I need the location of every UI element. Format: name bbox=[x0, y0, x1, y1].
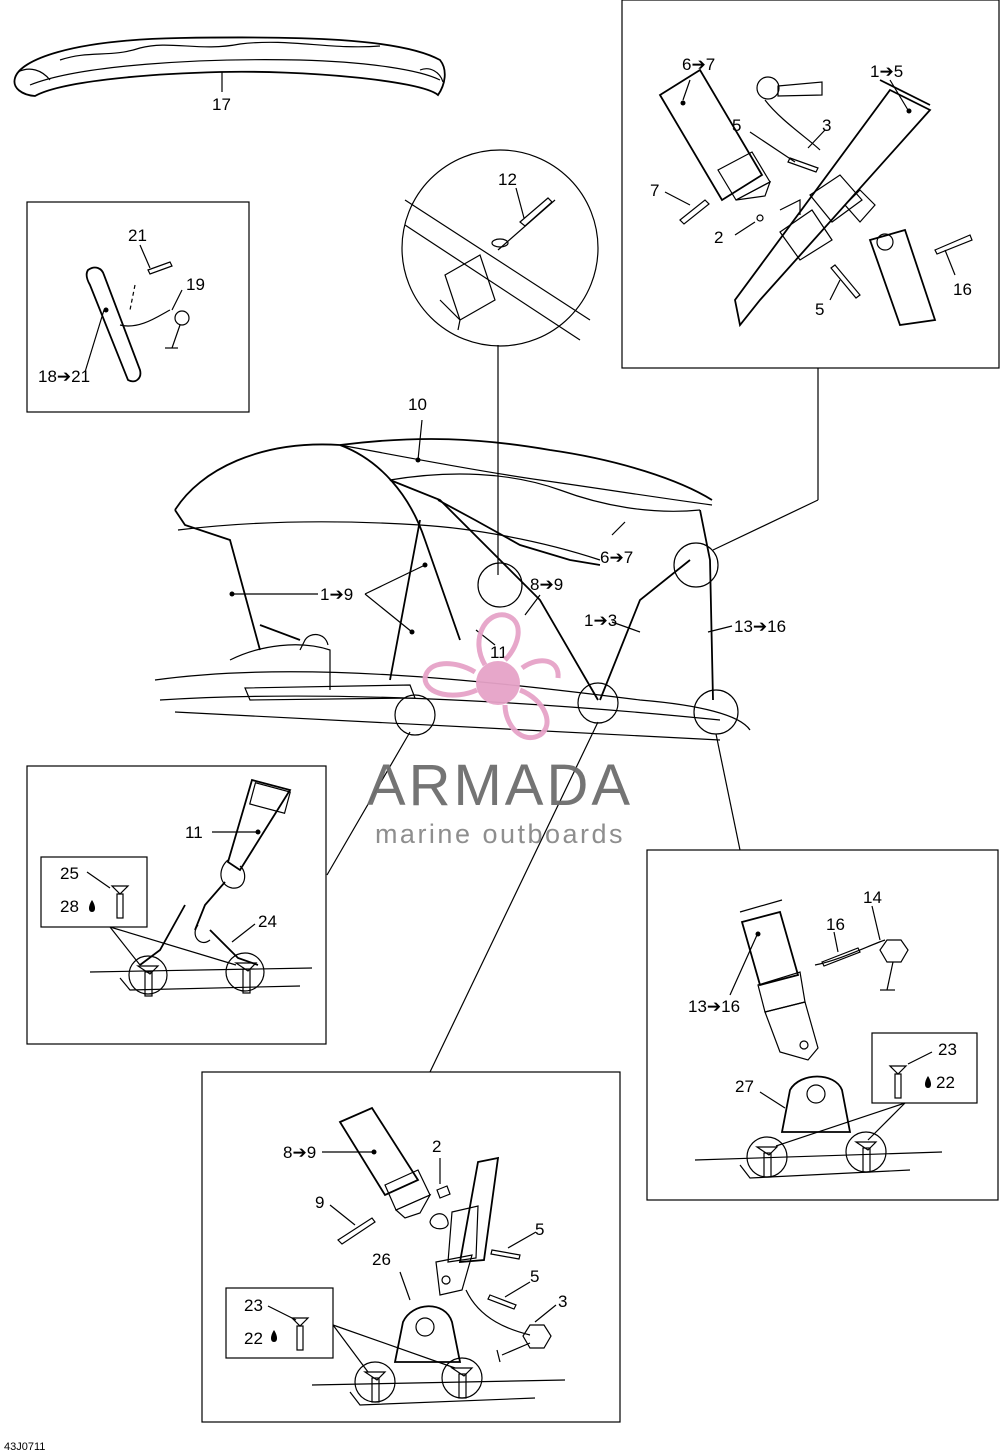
callout-5-box-upper: 5 bbox=[535, 1220, 544, 1239]
detail-box-strap bbox=[26, 201, 250, 413]
callout-6-7-main: 6➔7 bbox=[600, 548, 633, 567]
boot-cover-part bbox=[13, 36, 446, 97]
detail-box-front-mount bbox=[26, 765, 327, 1045]
callout-22-bottom: 22 bbox=[244, 1329, 263, 1348]
callout-21: 21 bbox=[128, 226, 147, 245]
callout-16-box: 16 bbox=[826, 915, 845, 934]
watermark-brand: ARMADA bbox=[367, 753, 633, 818]
detail-box-rear-mount bbox=[646, 849, 999, 1201]
callout-23-bottom: 23 bbox=[244, 1296, 263, 1315]
callout-3-box: 3 bbox=[558, 1292, 567, 1311]
callout-16-top: 16 bbox=[953, 280, 972, 299]
callout-13-16-main: 13➔16 bbox=[734, 617, 786, 636]
callout-8-9-box: 8➔9 bbox=[283, 1143, 316, 1162]
callout-1-5: 1➔5 bbox=[870, 62, 903, 81]
detail-circle-12 bbox=[401, 149, 599, 575]
callout-1-3: 1➔3 bbox=[584, 611, 617, 630]
armada-watermark: ARMADA marine outboards bbox=[367, 612, 633, 849]
propeller-logo-icon bbox=[422, 612, 561, 741]
callout-11-main: 11 bbox=[490, 643, 508, 662]
callout-11-box: 11 bbox=[185, 823, 203, 842]
callout-18-21: 18➔21 bbox=[38, 367, 90, 386]
callout-23-right: 23 bbox=[938, 1040, 957, 1059]
callout-3-top: 3 bbox=[822, 116, 831, 135]
callout-9-box: 9 bbox=[315, 1193, 324, 1212]
callout-12: 12 bbox=[498, 170, 517, 189]
callout-28: 28 bbox=[60, 897, 79, 916]
callout-19: 19 bbox=[186, 275, 205, 294]
callout-14: 14 bbox=[863, 888, 882, 907]
callout-6-7-top: 6➔7 bbox=[682, 55, 715, 74]
callout-26: 26 bbox=[372, 1250, 391, 1269]
detail-box-joint bbox=[621, 0, 1000, 551]
callout-5-lower: 5 bbox=[815, 300, 824, 319]
callout-2-top: 2 bbox=[714, 228, 723, 247]
callout-24: 24 bbox=[258, 912, 277, 931]
callout-25: 25 bbox=[60, 864, 79, 883]
callout-7-top: 7 bbox=[650, 181, 659, 200]
detail-box-center-mount bbox=[201, 1071, 621, 1423]
diagram-code: 43J0711 bbox=[4, 1441, 45, 1453]
callout-5-box-lower: 5 bbox=[530, 1267, 539, 1286]
bimini-main-assembly bbox=[154, 419, 751, 1073]
callout-1-9: 1➔9 bbox=[320, 585, 353, 604]
callout-22-right: 22 bbox=[936, 1073, 955, 1092]
callout-2-box: 2 bbox=[432, 1137, 441, 1156]
callout-27: 27 bbox=[735, 1077, 754, 1096]
callout-13-16-box: 13➔16 bbox=[688, 997, 740, 1016]
callout-17: 17 bbox=[212, 95, 231, 114]
watermark-tagline: marine outboards bbox=[375, 819, 625, 849]
callout-5-top: 5 bbox=[732, 116, 741, 135]
callout-10: 10 bbox=[408, 395, 427, 414]
callout-8-9-main: 8➔9 bbox=[530, 575, 563, 594]
